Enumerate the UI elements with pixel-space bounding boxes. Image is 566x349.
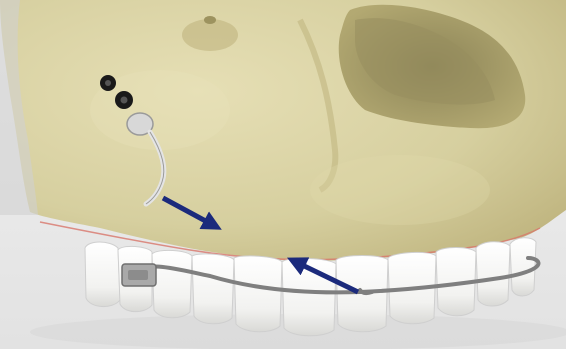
molar-band-detail [128,270,148,280]
tooth [85,242,120,307]
tooth [234,256,282,332]
tooth [152,250,192,317]
tooth [192,254,234,324]
bone-highlight-2 [310,155,490,225]
tooth [476,242,510,306]
bone-bump-hole [204,16,216,24]
tooth [510,238,536,296]
